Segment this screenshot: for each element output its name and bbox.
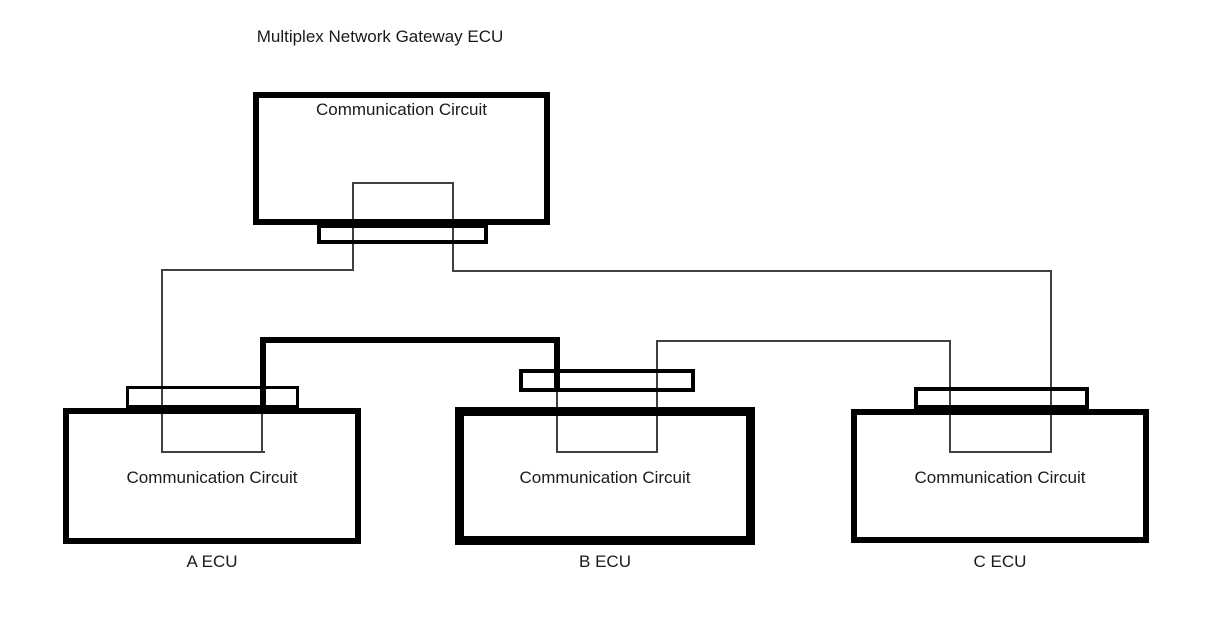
a-ecu-name-label: A ECU xyxy=(186,552,238,571)
a-ecu-circuit-label: Communication Circuit xyxy=(126,468,298,487)
wire-b-stub-bottom xyxy=(556,451,658,453)
wire-b-to-c-vertical xyxy=(949,340,951,453)
gateway-circuit-label: Communication Circuit xyxy=(316,100,487,119)
a-ecu-box xyxy=(63,408,361,544)
wire-b-stub-left-leg xyxy=(556,390,558,453)
wire-c-stub-bottom xyxy=(949,451,1052,453)
gateway-ecu-box xyxy=(253,92,550,225)
wire-gateway-to-a-vertical xyxy=(161,269,163,453)
c-ecu-name-label: C ECU xyxy=(973,552,1027,571)
bus-a-leg-vertical xyxy=(260,337,266,408)
c-ecu-box xyxy=(851,409,1149,543)
wire-gateway-to-a-horizontal xyxy=(161,269,354,271)
wire-b-to-c-horizontal xyxy=(657,340,951,342)
wire-gateway-to-c-horizontal xyxy=(452,270,1052,272)
a-ecu-connector xyxy=(126,386,299,408)
b-ecu-name-label: B ECU xyxy=(579,552,631,571)
wire-b-stub-right-leg xyxy=(656,340,658,453)
c-ecu-circuit-label: Communication Circuit xyxy=(914,468,1086,487)
wire-gateway-stub-top xyxy=(353,182,453,184)
diagram-title: Multiplex Network Gateway ECU xyxy=(256,27,504,46)
wire-a-stub-bottom xyxy=(161,451,265,453)
b-ecu-box xyxy=(455,407,755,545)
bus-b-leg-vertical xyxy=(554,337,560,392)
gateway-connector xyxy=(317,224,488,244)
b-ecu-circuit-label: Communication Circuit xyxy=(519,468,691,487)
c-ecu-connector xyxy=(914,387,1089,409)
bus-horizontal xyxy=(260,337,560,343)
b-ecu-connector xyxy=(519,369,695,392)
wire-a-stub-right-leg xyxy=(261,404,263,453)
wire-gateway-to-c-vertical xyxy=(1050,270,1052,453)
